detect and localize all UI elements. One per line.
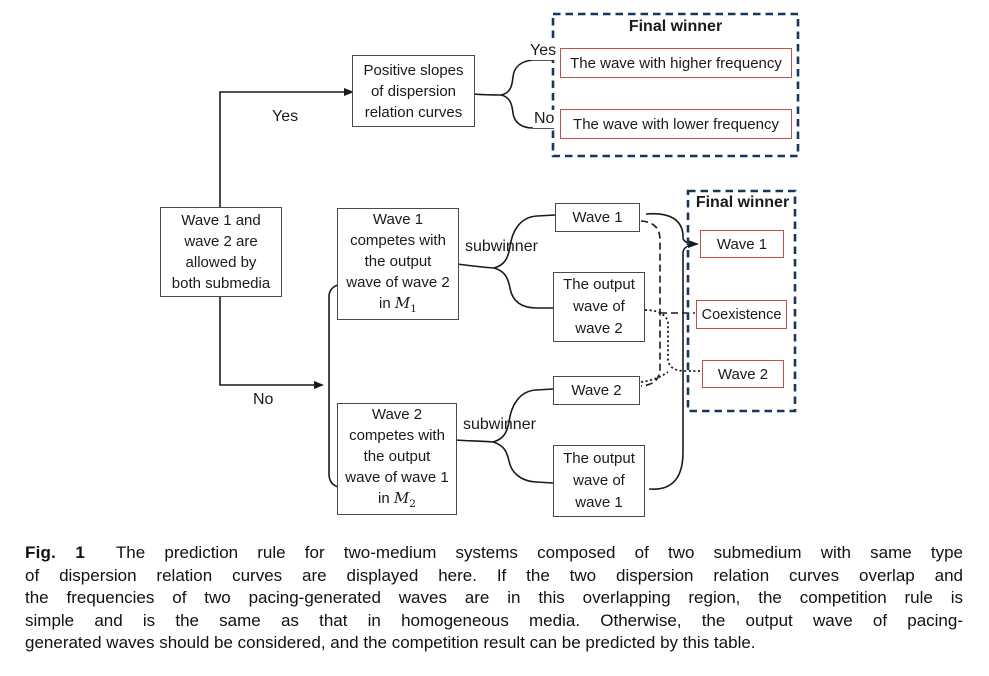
subwinner-top-stem (456, 263, 495, 269)
subwinner-bottom-stem (454, 439, 494, 443)
box-line: Wave 1 (572, 209, 623, 226)
subwinner-output-wave1-box: The output wave of wave 1 (553, 445, 645, 517)
box-line: The output (563, 450, 635, 467)
box-line: wave 2 (575, 320, 623, 337)
yes-branch-line (219, 91, 346, 207)
dotted-wave2-hook (640, 371, 669, 383)
subwinner-top-label: subwinner (465, 238, 538, 255)
subwinner-top-up (493, 214, 556, 269)
solid-pair-top (645, 212, 698, 245)
box-line: of dispersion (370, 82, 457, 100)
box-line: wave of (573, 472, 625, 489)
box-line-medium: in M2 (378, 488, 416, 515)
box-line: wave 2 are (184, 233, 258, 250)
ps-brace-stem (472, 93, 502, 96)
arrowhead-final-wave1 (688, 240, 699, 248)
no-branch-line (219, 295, 316, 386)
subwinner-output-wave2-box: The output wave of wave 2 (553, 272, 645, 342)
final-lower-frequency-box: The wave with lower frequency (560, 109, 792, 139)
compete1-box: Wave 1 competes with the output wave of … (337, 208, 459, 320)
in-word: in (379, 294, 391, 312)
positive-slopes-box: Positive slopes of dispersion relation c… (352, 55, 475, 127)
subwinner-wave1-box: Wave 1 (555, 203, 640, 232)
connector-lines (219, 12, 800, 490)
compete2-box: Wave 2 competes with the output wave of … (337, 403, 457, 515)
medium-symbol: M1 (394, 293, 417, 315)
box-line-medium: in M1 (379, 293, 417, 320)
subwinner-bottom-up (492, 388, 554, 443)
box-line: both submedia (171, 275, 271, 292)
subwinner-top-down (493, 267, 553, 309)
dotted-pair (644, 309, 700, 372)
box-line: wave of wave 2 (346, 273, 450, 291)
caption-text: The prediction rule for two-medium syste… (115, 543, 963, 562)
arrowhead-yes (344, 88, 354, 96)
dashed-pair (640, 220, 661, 387)
no-left-label: No (252, 391, 275, 409)
in-word: in (378, 489, 390, 507)
caption-line: Fig. 1 The prediction rule for two-mediu… (25, 542, 963, 565)
subwinner-wave2-box: Wave 2 (553, 376, 640, 405)
final-higher-frequency-box: The wave with higher frequency (560, 48, 792, 78)
final-wave2-box: Wave 2 (702, 360, 784, 388)
no-branch-label: No (533, 110, 556, 128)
figure-caption: Fig. 1 The prediction rule for two-mediu… (25, 542, 963, 655)
caption-line: the frequencies of two pacing-generated … (25, 588, 963, 608)
caption-line: of dispersion relation curves are displa… (25, 565, 963, 585)
box-line: Wave 2 (371, 405, 423, 423)
compete-bracket (328, 283, 345, 489)
arrowhead-no (314, 381, 324, 389)
subwinner-bottom-down (492, 441, 554, 484)
ps-brace-up (500, 59, 554, 96)
final-top-title: Final winner (628, 18, 723, 35)
yes-left-label: Yes (271, 108, 300, 126)
box-line: Positive slopes (363, 61, 464, 79)
yes-branch-label: Yes (529, 42, 558, 60)
caption-line: generated waves should be considered, an… (25, 633, 756, 653)
box-line: the output (364, 252, 432, 270)
box-line: competes with (350, 231, 446, 249)
box-line: allowed by (185, 254, 257, 271)
box-line: Wave 1 and (181, 212, 261, 229)
final-right-dashed-border (686, 189, 797, 413)
box-line: wave of wave 1 (345, 468, 449, 486)
box-line: Wave 2 (571, 382, 622, 399)
root-condition-box: Wave 1 and wave 2 are allowed by both su… (160, 207, 282, 297)
caption-line: simple and is the same as that in homoge… (25, 610, 963, 630)
final-wave1-box: Wave 1 (700, 230, 784, 258)
box-line: wave 1 (575, 494, 623, 511)
figure-number: Fig. 1 (25, 543, 86, 562)
final-coexistence-box: Coexistence (696, 300, 787, 329)
final-right-title: Final winner (695, 194, 790, 211)
solid-pair-bottom (648, 243, 698, 490)
ps-brace-down (500, 94, 554, 129)
box-line: Wave 1 (372, 210, 424, 228)
subwinner-bottom-label: subwinner (463, 416, 536, 433)
box-line: The output (563, 276, 635, 293)
box-line: the output (363, 447, 431, 465)
box-line: competes with (349, 426, 445, 444)
box-line: wave of (573, 298, 625, 315)
medium-symbol: M2 (393, 488, 416, 510)
box-line: relation curves (364, 103, 463, 121)
final-top-dashed-border (551, 12, 800, 158)
